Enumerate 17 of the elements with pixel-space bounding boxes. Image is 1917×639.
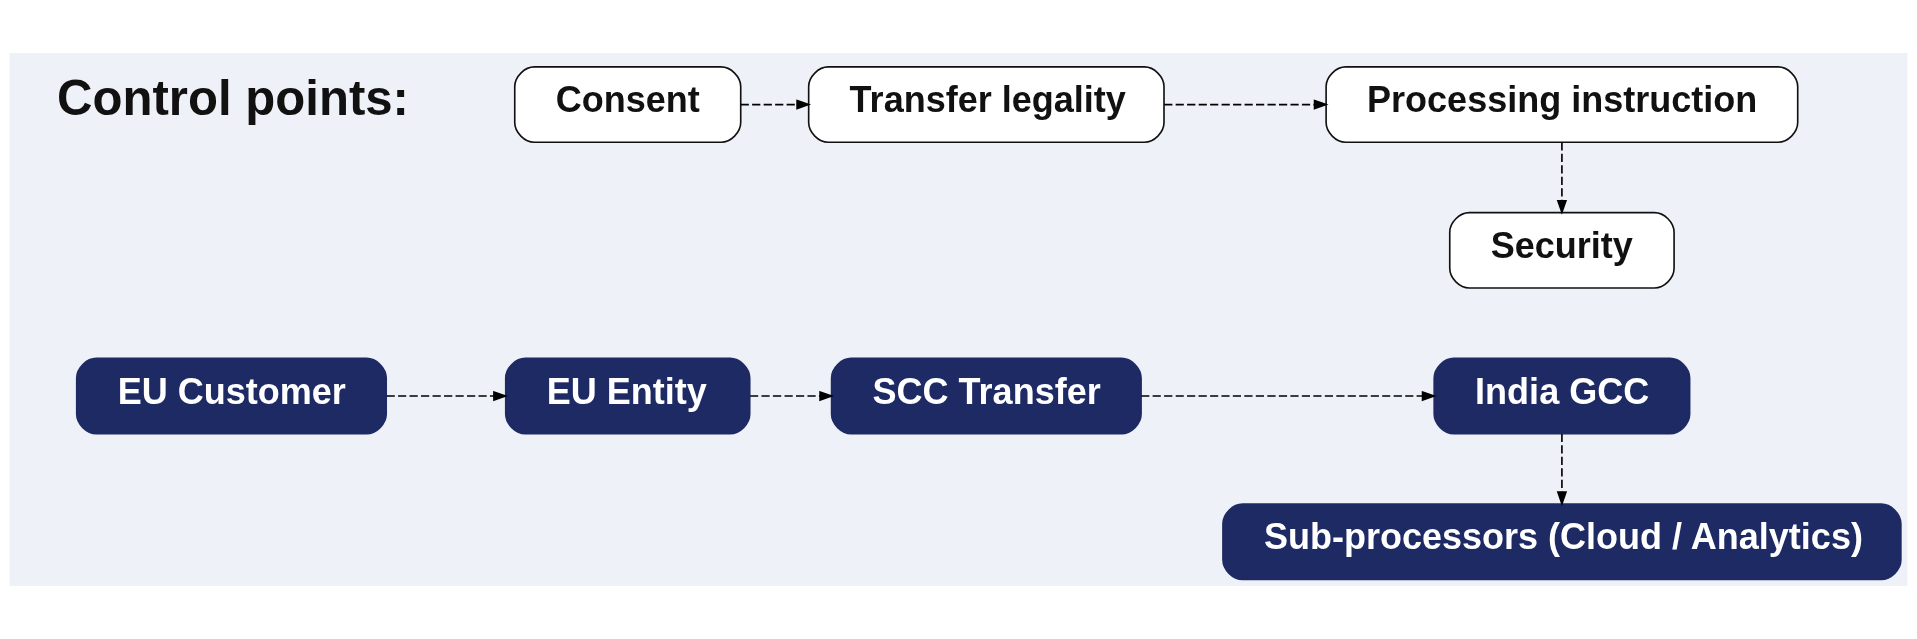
node-box: EU Entity: [504, 357, 751, 435]
node-box: Consent: [513, 66, 742, 144]
arrow: [740, 99, 812, 110]
node-box: Security: [1448, 211, 1675, 289]
arrow: [1556, 433, 1568, 507]
arrow: [1556, 141, 1568, 215]
arrow: [1163, 99, 1329, 110]
node-box: SCC Transfer: [830, 357, 1142, 435]
arrow: [385, 390, 508, 402]
node-box: Processing instruction: [1325, 66, 1799, 144]
node-box: India GCC: [1433, 357, 1691, 435]
arrow: [749, 390, 834, 402]
node-box: EU Customer: [75, 357, 387, 435]
arrow: [1140, 390, 1437, 402]
node-box: Sub-processors (Cloud / Analytics): [1222, 503, 1902, 581]
node-box: Transfer legality: [807, 66, 1165, 144]
label: Control points:: [57, 71, 409, 126]
